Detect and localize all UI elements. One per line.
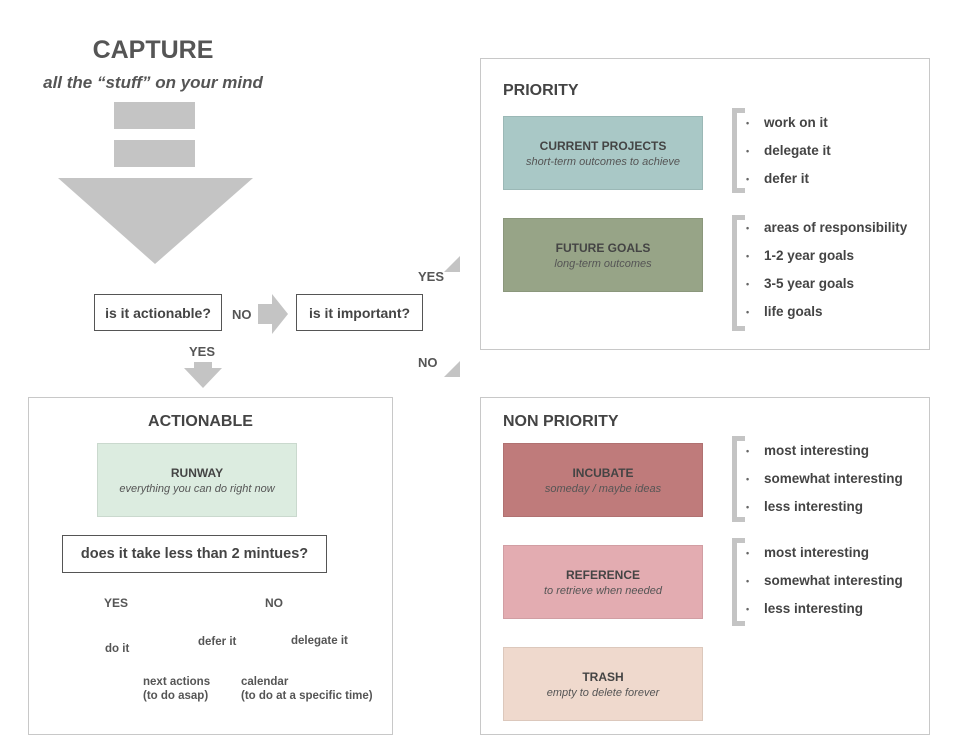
current-projects-card: CURRENT PROJECTS short-term outcomes to …: [503, 116, 703, 190]
do-it-label: do it: [105, 643, 130, 655]
incubate-title: INCUBATE: [572, 465, 634, 480]
no-down-right-arrow: [444, 361, 460, 377]
next-actions-title: next actions: [143, 676, 211, 688]
future-goals-title: FUTURE GOALS: [555, 240, 651, 255]
future-goals-list: areas of responsibility 1-2 year goals 3…: [734, 214, 907, 326]
delegate-it-label: delegate it: [291, 635, 348, 647]
calendar-label: calendar (to do at a specific time): [241, 675, 373, 703]
no-label: NO: [232, 307, 252, 322]
list-item: defer it: [734, 165, 831, 193]
current-projects-list: work on it delegate it defer it: [734, 109, 831, 193]
list-item: most interesting: [734, 437, 903, 465]
capture-bar-1: [114, 102, 195, 129]
no-label-defer: NO: [265, 596, 283, 610]
actionable-title: ACTIONABLE: [148, 413, 253, 430]
yes-label-actionable: YES: [189, 344, 216, 359]
trash-title: TRASH: [582, 669, 624, 684]
yes-up-right-arrow: [444, 256, 460, 272]
next-actions-label: next actions (to do asap): [143, 675, 210, 703]
defer-it-label: defer it: [198, 636, 237, 648]
yes-down-arrow: [184, 362, 222, 388]
reference-title: REFERENCE: [565, 567, 640, 582]
capture-title: CAPTURE: [92, 36, 214, 64]
incubate-subtitle: someday / maybe ideas: [544, 482, 662, 495]
reference-card: REFERENCE to retrieve when needed: [503, 545, 703, 619]
capture-subtitle: all the “stuff” on your mind: [43, 73, 263, 92]
current-projects-title: CURRENT PROJECTS: [539, 138, 667, 153]
yes-label-do: YES: [104, 596, 129, 610]
list-item: delegate it: [734, 137, 831, 165]
trash-subtitle: empty to delete forever: [546, 686, 660, 699]
list-item: 1-2 year goals: [734, 242, 907, 270]
two-minute-question: does it take less than 2 mintues?: [62, 535, 327, 573]
incubate-list: most interesting somewhat interesting le…: [734, 437, 903, 521]
reference-list: most interesting somewhat interesting le…: [734, 539, 903, 623]
runway-title: RUNWAY: [170, 465, 224, 480]
actionable-question: is it actionable?: [94, 294, 222, 331]
list-item: life goals: [734, 298, 907, 326]
next-actions-note: (to do asap): [143, 690, 209, 702]
list-item: somewhat interesting: [734, 465, 903, 493]
future-goals-card: FUTURE GOALS long-term outcomes: [503, 218, 703, 292]
future-goals-subtitle: long-term outcomes: [554, 257, 652, 270]
list-item: less interesting: [734, 493, 903, 521]
runway-subtitle: everything you can do right now: [119, 482, 275, 495]
current-projects-subtitle: short-term outcomes to achieve: [525, 155, 681, 168]
reference-subtitle: to retrieve when needed: [543, 584, 663, 597]
calendar-note: (to do at a specific time): [241, 690, 373, 702]
list-item: less interesting: [734, 595, 903, 623]
yes-label-priority: YES: [418, 269, 445, 284]
list-item: 3-5 year goals: [734, 270, 907, 298]
important-question: is it important?: [296, 294, 423, 331]
no-right-arrow: [258, 294, 288, 334]
calendar-title: calendar: [241, 676, 289, 688]
list-item: most interesting: [734, 539, 903, 567]
non-priority-title: NON PRIORITY: [503, 413, 619, 430]
trash-card: TRASH empty to delete forever: [503, 647, 703, 721]
list-item: somewhat interesting: [734, 567, 903, 595]
list-item: areas of responsibility: [734, 214, 907, 242]
list-item: work on it: [734, 109, 831, 137]
capture-funnel-arrow: [58, 178, 253, 264]
runway-card: RUNWAY everything you can do right now: [97, 443, 297, 517]
no-label-nonpriority: NO: [418, 355, 438, 370]
capture-bar-2: [114, 140, 195, 167]
priority-title: PRIORITY: [503, 82, 579, 99]
incubate-card: INCUBATE someday / maybe ideas: [503, 443, 703, 517]
